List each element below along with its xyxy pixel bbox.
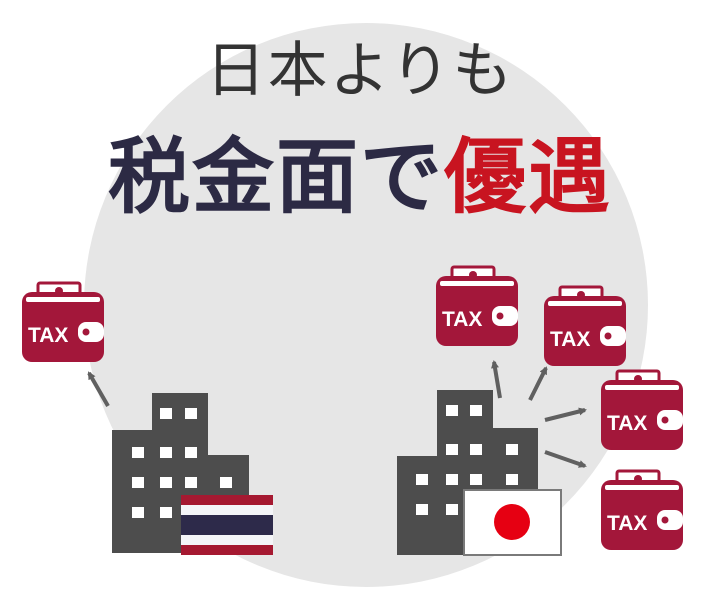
right-tax-wallet-icon-1: TAX bbox=[434, 265, 520, 348]
right-arrow-4 bbox=[544, 450, 587, 468]
right-arrow-2 bbox=[528, 366, 548, 401]
tax-label: TAX bbox=[550, 328, 590, 351]
left-tax-wallet-icon: TAX bbox=[20, 281, 106, 364]
tax-label: TAX bbox=[442, 308, 482, 331]
tax-label: TAX bbox=[607, 512, 647, 535]
right-arrow-3 bbox=[544, 407, 587, 422]
tax-label: TAX bbox=[28, 324, 68, 347]
right-arrows bbox=[491, 360, 587, 468]
title-preferential: 優遇 bbox=[444, 130, 613, 225]
right-tax-wallet-icon-2: TAX bbox=[542, 285, 628, 368]
thailand-flag-icon bbox=[181, 495, 273, 555]
right-tax-wallet-icon-4: TAX bbox=[599, 469, 685, 552]
title-line-1: 日本よりも bbox=[205, 36, 515, 106]
japan-flag-icon bbox=[463, 489, 562, 556]
tax-label: TAX bbox=[607, 412, 647, 435]
title-line-2: 税金面で優遇 bbox=[0, 110, 720, 229]
title-tax-aspect: 税金面で bbox=[107, 130, 444, 225]
right-arrow-1 bbox=[491, 360, 502, 399]
right-tax-wallet-icon-3: TAX bbox=[599, 369, 685, 452]
left-arrow bbox=[87, 371, 110, 407]
